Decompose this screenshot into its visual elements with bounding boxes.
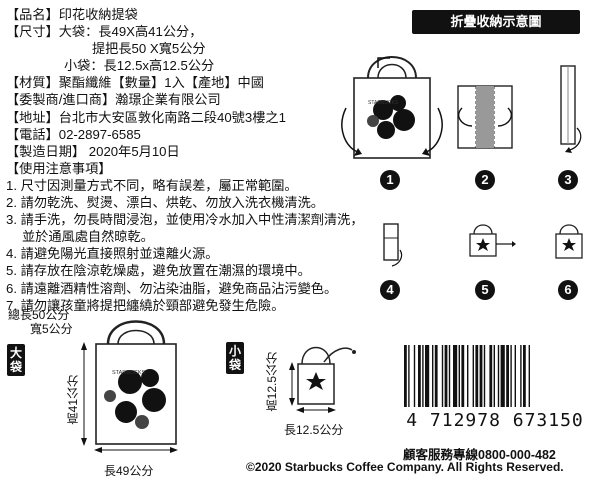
phone: 【電話】02-2897-6585 (6, 126, 141, 142)
barcode-bar (506, 345, 509, 407)
note-item: 2. 請勿乾洗、熨燙、漂白、烘乾、勿放入洗衣機清洗。 (6, 195, 324, 211)
note-item: 5. 請存放在陰涼乾燥處，避免放置在潮濕的環境中。 (6, 263, 311, 279)
barcode-bar (413, 345, 416, 407)
barcode-bar (425, 345, 430, 407)
note-item: 1. 尺寸因測量方式不同，略有誤差，屬正常範圍。 (6, 177, 298, 193)
barcode-bar (510, 345, 512, 407)
customer-hotline: 顧客服務專線0800-000-482 (403, 448, 556, 462)
small-bag-tag: 小袋 (226, 342, 244, 374)
barcode-bar (461, 345, 465, 407)
barcode-bar (479, 345, 483, 407)
fold-diagram-title: 折疊收納示意圖 (412, 10, 580, 34)
note-item: 3. 請手洗，勿長時間浸泡，並使用冷水加入中性清潔劑清洗， (6, 212, 364, 228)
spec-block: 【品名】印花收納提袋 【尺寸】大袋：長49X高41公分， 提把長50 X寬5公分… (6, 6, 401, 314)
barcode-bar (500, 345, 505, 407)
fold-step-3-illustration (560, 65, 582, 153)
note-item: 4. 請避免陽光直接照射並遠離火源。 (6, 246, 219, 262)
barcode-bar (444, 345, 448, 407)
product-name: 【品名】印花收納提袋 (6, 7, 138, 22)
size-small: 小袋：長12.5x高12.5公分 (64, 58, 215, 74)
small-bag-length: 長12.5公分 (284, 423, 344, 437)
barcode-bar (493, 345, 495, 407)
big-bag-height: 高41公分 (66, 375, 80, 425)
barcode-bar (475, 345, 479, 407)
barcode-bar (523, 345, 526, 407)
small-bag-illustration (289, 346, 356, 413)
barcode-bar (448, 345, 451, 407)
fold-step-5-illustration (469, 224, 516, 257)
barcode-bar (489, 345, 493, 407)
size-big: 【尺寸】大袋：長49X高41公分， (6, 24, 203, 40)
barcode-bar (467, 345, 469, 407)
copyright-text: ©2020 Starbucks Coffee Company. All Righ… (246, 460, 564, 474)
barcode-number: 4 712978 673150 (406, 410, 584, 431)
manufacture-date: 【製造日期】 2020年5月10日 (6, 143, 180, 159)
barcode-bar (514, 345, 516, 407)
barcode-bar (441, 345, 444, 407)
barcode-bar (432, 345, 434, 407)
fold-step-number: 2 (475, 170, 495, 190)
svg-text:STARBUCKS: STARBUCKS (368, 100, 399, 106)
note-item: 7. 請勿讓孩童將提把纏繞於頸部避免發生危險。 (6, 297, 285, 313)
note-item: 並於通風處自然晾乾。 (22, 229, 154, 245)
fold-step-number: 6 (558, 280, 578, 300)
big-bag-handle-width: 寬5公分 (30, 322, 73, 336)
big-bag-length: 長49公分 (104, 464, 154, 478)
barcode-bar (418, 345, 421, 407)
big-bag-illustration: STARBUCKS (81, 320, 178, 453)
fold-step-2-illustration (457, 85, 513, 149)
fold-step-number: 3 (558, 170, 578, 190)
fold-step-number: 1 (380, 170, 400, 190)
fold-step-number: 5 (475, 280, 495, 300)
small-bag-height: 高12.5公分 (265, 352, 279, 412)
barcode-bar (472, 345, 474, 407)
barcode-bar (520, 345, 522, 407)
fold-step-1-illustration: STARBUCKS (341, 56, 443, 159)
address: 【地址】台北市大安區敦化南路二段40號3樓之1 (6, 109, 286, 125)
barcode-bars (404, 345, 530, 407)
maker: 【委製商/進口商】瀚璟企業有限公司 (6, 92, 221, 108)
barcode-bar (528, 345, 530, 407)
size-handle: 提把長50 X寬5公分 (92, 41, 206, 57)
barcode-bar (408, 345, 410, 407)
fold-step-number: 4 (380, 280, 400, 300)
barcode-bar (453, 345, 458, 407)
barcode-bar (483, 345, 486, 407)
barcode-bar (404, 345, 407, 407)
material: 【材質】聚酯纖維【數量】1入【產地】中國 (6, 75, 264, 91)
fold-step-6-illustration (555, 224, 583, 259)
svg-text:STARBUCKS: STARBUCKS (112, 370, 146, 376)
big-bag-total-length: 總長50公分 (8, 308, 70, 322)
barcode-bar (497, 345, 500, 407)
barcode-bar (434, 345, 438, 407)
barcode-bar (422, 345, 424, 407)
barcode-bar (458, 345, 460, 407)
big-bag-tag: 大袋 (7, 344, 25, 376)
notes-title: 【使用注意事項】 (6, 160, 112, 176)
fold-step-4-illustration (383, 223, 403, 267)
note-item: 6. 請遠離酒精性溶劑、勿沾染油脂，避免商品沾污變色。 (6, 280, 338, 296)
